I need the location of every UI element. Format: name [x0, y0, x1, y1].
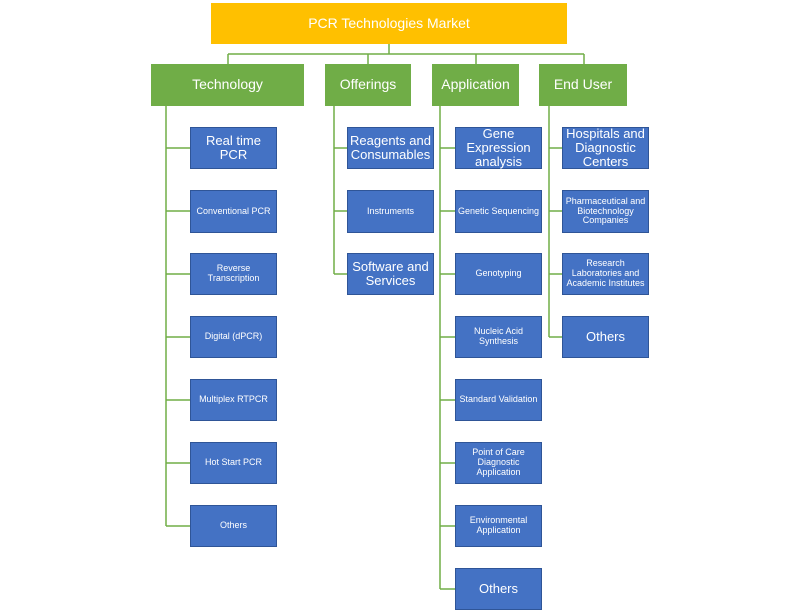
item-label: Others — [219, 520, 247, 531]
item-label: Reagents and Consumables — [350, 132, 431, 162]
app-item-others: Others — [455, 568, 542, 610]
category-label: Offerings — [339, 76, 397, 93]
item-label: Hot Start PCR — [204, 457, 262, 468]
item-label: Digital (dPCR) — [204, 331, 263, 342]
root-label: PCR Technologies Market — [308, 14, 470, 31]
item-label: Genetic Sequencing — [457, 205, 540, 216]
tech-item-digital-dpcr: Digital (dPCR) — [190, 316, 277, 358]
root-node: PCR Technologies Market — [211, 3, 567, 44]
offering-item-reagents: Reagents and Consumables — [347, 127, 434, 169]
tech-item-conventional-pcr: Conventional PCR — [190, 190, 277, 233]
item-label: Software and Services — [352, 258, 429, 288]
item-label: Hospitals and Diagnostic Centers — [566, 125, 645, 170]
app-item-point-of-care: Point of Care Diagnostic Application — [455, 442, 542, 484]
tech-item-reverse-transcription: Reverse Transcription — [190, 253, 277, 295]
item-label: Research Laboratories and Academic Insti… — [566, 258, 645, 288]
category-application: Application — [432, 64, 519, 106]
app-item-standard-validation: Standard Validation — [455, 379, 542, 421]
enduser-item-others: Others — [562, 316, 649, 358]
app-item-nucleic-acid: Nucleic Acid Synthesis — [455, 316, 542, 358]
item-label: Instruments — [366, 205, 415, 216]
enduser-item-research: Research Laboratories and Academic Insti… — [562, 253, 649, 295]
item-label: Reverse Transcription — [207, 263, 260, 283]
tech-item-others: Others — [190, 505, 277, 547]
item-label: Environmental Application — [469, 515, 528, 535]
item-label: Standard Validation — [459, 394, 538, 405]
category-end-user: End User — [539, 64, 627, 106]
app-item-environmental: Environmental Application — [455, 505, 542, 547]
item-label: Conventional PCR — [196, 205, 271, 216]
category-label: Application — [441, 76, 510, 93]
category-offerings: Offerings — [325, 64, 411, 106]
enduser-item-hospitals: Hospitals and Diagnostic Centers — [562, 125, 649, 170]
item-label: Real time PCR — [206, 132, 261, 162]
app-item-genetic-sequencing: Genetic Sequencing — [455, 190, 542, 233]
category-technology: Technology — [151, 64, 304, 106]
item-label: Pharmaceutical and Biotechnology Compani… — [565, 195, 646, 226]
item-label: Others — [478, 580, 518, 596]
item-label: Genotyping — [475, 268, 522, 279]
item-label: Gene Expression analysis — [466, 125, 531, 170]
enduser-item-pharma: Pharmaceutical and Biotechnology Compani… — [562, 190, 649, 233]
tech-item-hot-start-pcr: Hot Start PCR — [190, 442, 277, 484]
tech-item-multiplex-rtpcr: Multiplex RTPCR — [190, 379, 277, 421]
tech-item-real-time-pcr: Real time PCR — [190, 127, 277, 169]
offering-item-instruments: Instruments — [347, 190, 434, 233]
item-label: Others — [585, 328, 625, 344]
category-label: Technology — [192, 76, 263, 93]
app-item-gene-expression: Gene Expression analysis — [455, 125, 542, 170]
category-label: End User — [553, 76, 613, 93]
item-label: Multiplex RTPCR — [199, 394, 268, 405]
app-item-genotyping: Genotyping — [455, 253, 542, 295]
item-label: Point of Care Diagnostic Application — [472, 447, 525, 477]
item-label: Nucleic Acid Synthesis — [473, 326, 524, 346]
offering-item-software: Software and Services — [347, 253, 434, 295]
